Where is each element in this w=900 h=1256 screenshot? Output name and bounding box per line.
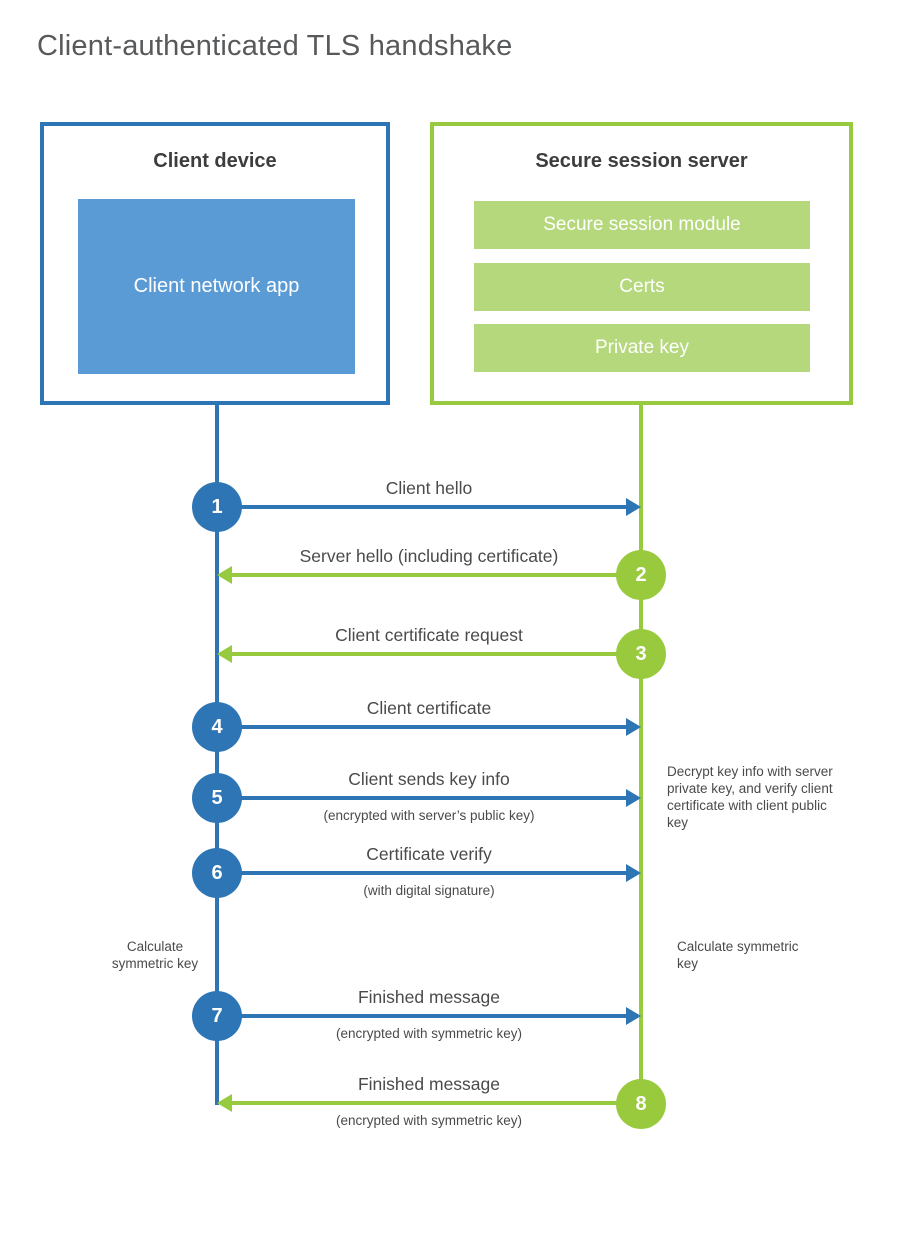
message-label-4: Client certificate: [366, 698, 492, 718]
arrow-head-icon: [217, 566, 232, 584]
arrow-shaft: [231, 1101, 641, 1105]
step-circle-6: 6: [192, 848, 242, 898]
arrow-head-icon: [626, 1007, 641, 1025]
step-number: 7: [211, 1004, 223, 1027]
arrow-shaft: [217, 796, 627, 800]
client-device-title: Client device: [153, 150, 277, 172]
step-circle-4: 4: [192, 702, 242, 752]
note-calculate-symmetric-key-server: Calculate symmetric key: [677, 939, 799, 971]
step-number: 4: [211, 715, 223, 738]
arrow-head-icon: [217, 645, 232, 663]
arrow-shaft: [217, 871, 627, 875]
server-lifeline: [639, 405, 643, 1105]
step-circle-2: 2: [616, 550, 666, 600]
step-circle-3: 3: [616, 629, 666, 679]
arrow-left-8: [217, 1094, 641, 1112]
client-network-app-label: Client network app: [133, 275, 300, 297]
arrow-right-7: [217, 1007, 641, 1025]
arrow-right-6: [217, 864, 641, 882]
arrow-shaft: [217, 1014, 627, 1018]
client-lifeline: [215, 405, 219, 1105]
client-network-app-box: Client network app: [78, 199, 355, 374]
arrow-left-2: [217, 566, 641, 584]
note-decrypt-key-info: Decrypt key info with server private key…: [667, 764, 833, 830]
message-label-3: Client certificate request: [335, 625, 523, 645]
arrow-head-icon: [626, 789, 641, 807]
server-module-secure-session-module: Secure session module: [474, 201, 810, 249]
step-number: 6: [211, 861, 223, 884]
secure-session-server-title: Secure session server: [535, 150, 748, 172]
message-sublabel-6: (with digital signature): [363, 883, 495, 898]
message-label-5: Client sends key info: [348, 769, 510, 789]
client-device-box: Client device Client network app: [40, 122, 390, 405]
step-circle-1: 1: [192, 482, 242, 532]
arrow-head-icon: [217, 1094, 232, 1112]
step-number: 2: [635, 563, 647, 586]
server-module-certs: Certs: [474, 263, 810, 311]
message-label-1: Client hello: [385, 478, 473, 498]
note-calculate-symmetric-key-client: Calculate symmetric key: [111, 939, 199, 971]
arrow-right-5: [217, 789, 641, 807]
message-sublabel-5: (encrypted with server’s public key): [323, 808, 535, 823]
step-circle-8: 8: [616, 1079, 666, 1129]
message-sublabel-7: (encrypted with symmetric key): [335, 1026, 523, 1041]
arrow-shaft: [217, 505, 627, 509]
message-sublabel-8: (encrypted with symmetric key): [335, 1113, 523, 1128]
arrow-shaft: [231, 573, 641, 577]
server-module-private-key: Private key: [474, 324, 810, 372]
page-title: Client-authenticated TLS handshake: [37, 30, 513, 62]
step-number: 8: [635, 1092, 647, 1115]
secure-session-server-box: Secure session server Secure session mod…: [430, 122, 853, 405]
arrow-shaft: [231, 652, 641, 656]
arrow-left-3: [217, 645, 641, 663]
arrow-right-4: [217, 718, 641, 736]
step-number: 1: [211, 495, 223, 518]
message-label-8: Finished message: [357, 1074, 501, 1094]
arrow-head-icon: [626, 498, 641, 516]
message-label-2: Server hello (including certificate): [299, 546, 559, 566]
step-number: 3: [635, 642, 647, 665]
step-circle-5: 5: [192, 773, 242, 823]
arrow-head-icon: [626, 718, 641, 736]
arrow-shaft: [217, 725, 627, 729]
message-label-7: Finished message: [357, 987, 501, 1007]
arrow-right-1: [217, 498, 641, 516]
message-label-6: Certificate verify: [366, 844, 492, 864]
step-number: 5: [211, 786, 223, 809]
arrow-head-icon: [626, 864, 641, 882]
step-circle-7: 7: [192, 991, 242, 1041]
